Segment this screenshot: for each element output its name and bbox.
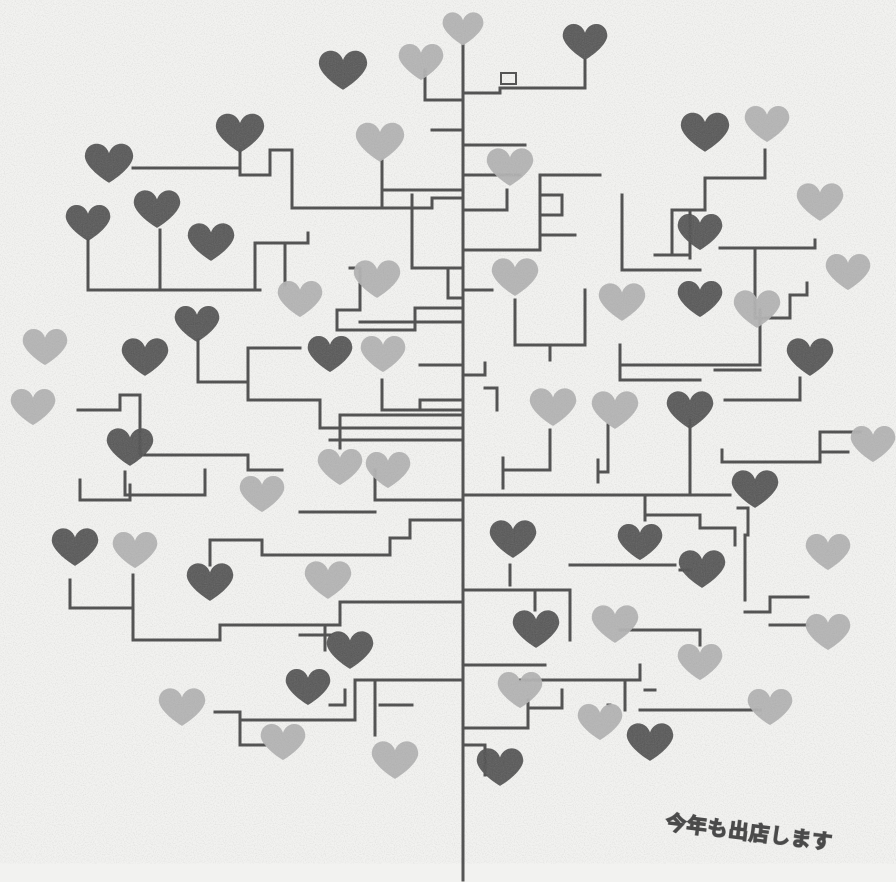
heart-icon <box>308 336 353 372</box>
heart-icon <box>443 12 484 45</box>
heart-icon <box>11 389 56 425</box>
heart-icon <box>240 476 285 512</box>
heart-icon <box>305 561 351 599</box>
branch-line <box>738 508 748 600</box>
heart-icon <box>681 113 729 152</box>
branch-line <box>330 690 345 705</box>
heart-icon <box>107 428 153 466</box>
heart-icon <box>327 631 373 669</box>
heart-icon <box>175 306 220 342</box>
heart-icon <box>806 614 851 650</box>
heart-icon <box>52 528 98 566</box>
heart-icon <box>745 106 790 142</box>
branch-line <box>722 432 860 462</box>
heart-icon <box>627 723 673 761</box>
heart-icon <box>216 114 264 153</box>
heart-icon <box>23 329 68 365</box>
branch-line <box>140 455 282 470</box>
heart-icon <box>492 258 538 296</box>
branch-line <box>620 630 700 645</box>
branch-line <box>515 290 585 345</box>
heart-icon <box>261 724 306 760</box>
heart-icon <box>797 183 843 221</box>
heart-icon <box>679 550 725 588</box>
branch-line <box>425 70 463 100</box>
branch-line <box>125 470 205 495</box>
branch-line <box>80 480 130 500</box>
heart-icon <box>356 123 404 162</box>
heart-icon <box>732 470 778 508</box>
heart-icon <box>513 610 559 648</box>
branch-line <box>240 150 463 208</box>
heart-icon <box>188 223 234 261</box>
branch-line <box>463 190 507 210</box>
heart-icon <box>490 520 536 558</box>
branch-line <box>540 195 562 215</box>
heart-icon <box>787 338 833 376</box>
heart-icon <box>318 449 363 485</box>
heart-icon <box>278 281 323 317</box>
branch-line <box>485 388 497 410</box>
heart-icon <box>113 532 158 568</box>
heart-icon <box>122 338 168 376</box>
heart-icon <box>319 51 367 90</box>
branch-line <box>620 345 700 380</box>
heart-icon <box>826 254 871 290</box>
branch-line <box>210 520 463 565</box>
branch-line <box>463 363 485 375</box>
heart-icon <box>806 534 851 570</box>
heart-icon <box>678 281 723 317</box>
branch-line <box>382 160 463 190</box>
tree-branches <box>70 45 860 880</box>
heart-icon <box>734 290 780 328</box>
branch-line <box>70 580 133 608</box>
heart-icon <box>134 190 180 228</box>
branch-line <box>248 348 300 382</box>
branch-line <box>503 430 550 470</box>
heart-icon <box>851 426 896 462</box>
heart-icon <box>366 452 411 488</box>
heart-icon <box>477 748 523 786</box>
branch-line <box>412 195 448 268</box>
heart-icon <box>563 24 608 60</box>
heart-icon <box>748 689 793 725</box>
heart-icon <box>678 644 723 680</box>
heart-icon <box>678 214 723 250</box>
branch-line <box>448 268 463 298</box>
branch-line <box>463 175 600 250</box>
heart-icon <box>66 205 111 241</box>
branch-line <box>720 240 815 248</box>
heart-icon <box>498 672 543 708</box>
heart-icon <box>530 388 576 426</box>
heart-icon <box>592 391 638 429</box>
heart-icon <box>286 669 331 705</box>
heart-icon <box>667 391 713 429</box>
small-box-icon <box>501 73 516 84</box>
heart-icon <box>618 524 663 560</box>
branch-line <box>745 597 808 612</box>
heart-icon <box>372 741 418 779</box>
branch-line <box>382 380 463 410</box>
heart-icon <box>159 688 205 726</box>
heart-icon <box>85 144 133 183</box>
branch-line <box>133 575 463 640</box>
branch-line <box>215 680 463 720</box>
heart-icon <box>578 704 623 740</box>
heart-icon <box>361 336 406 372</box>
branch-line <box>463 60 585 93</box>
branch-line <box>340 415 463 448</box>
branch-line <box>725 378 800 400</box>
heart-icon <box>592 605 638 643</box>
heart-icon <box>599 283 645 321</box>
heart-icon <box>187 563 233 601</box>
heart-icon <box>399 44 444 80</box>
heart-icon <box>487 148 533 186</box>
